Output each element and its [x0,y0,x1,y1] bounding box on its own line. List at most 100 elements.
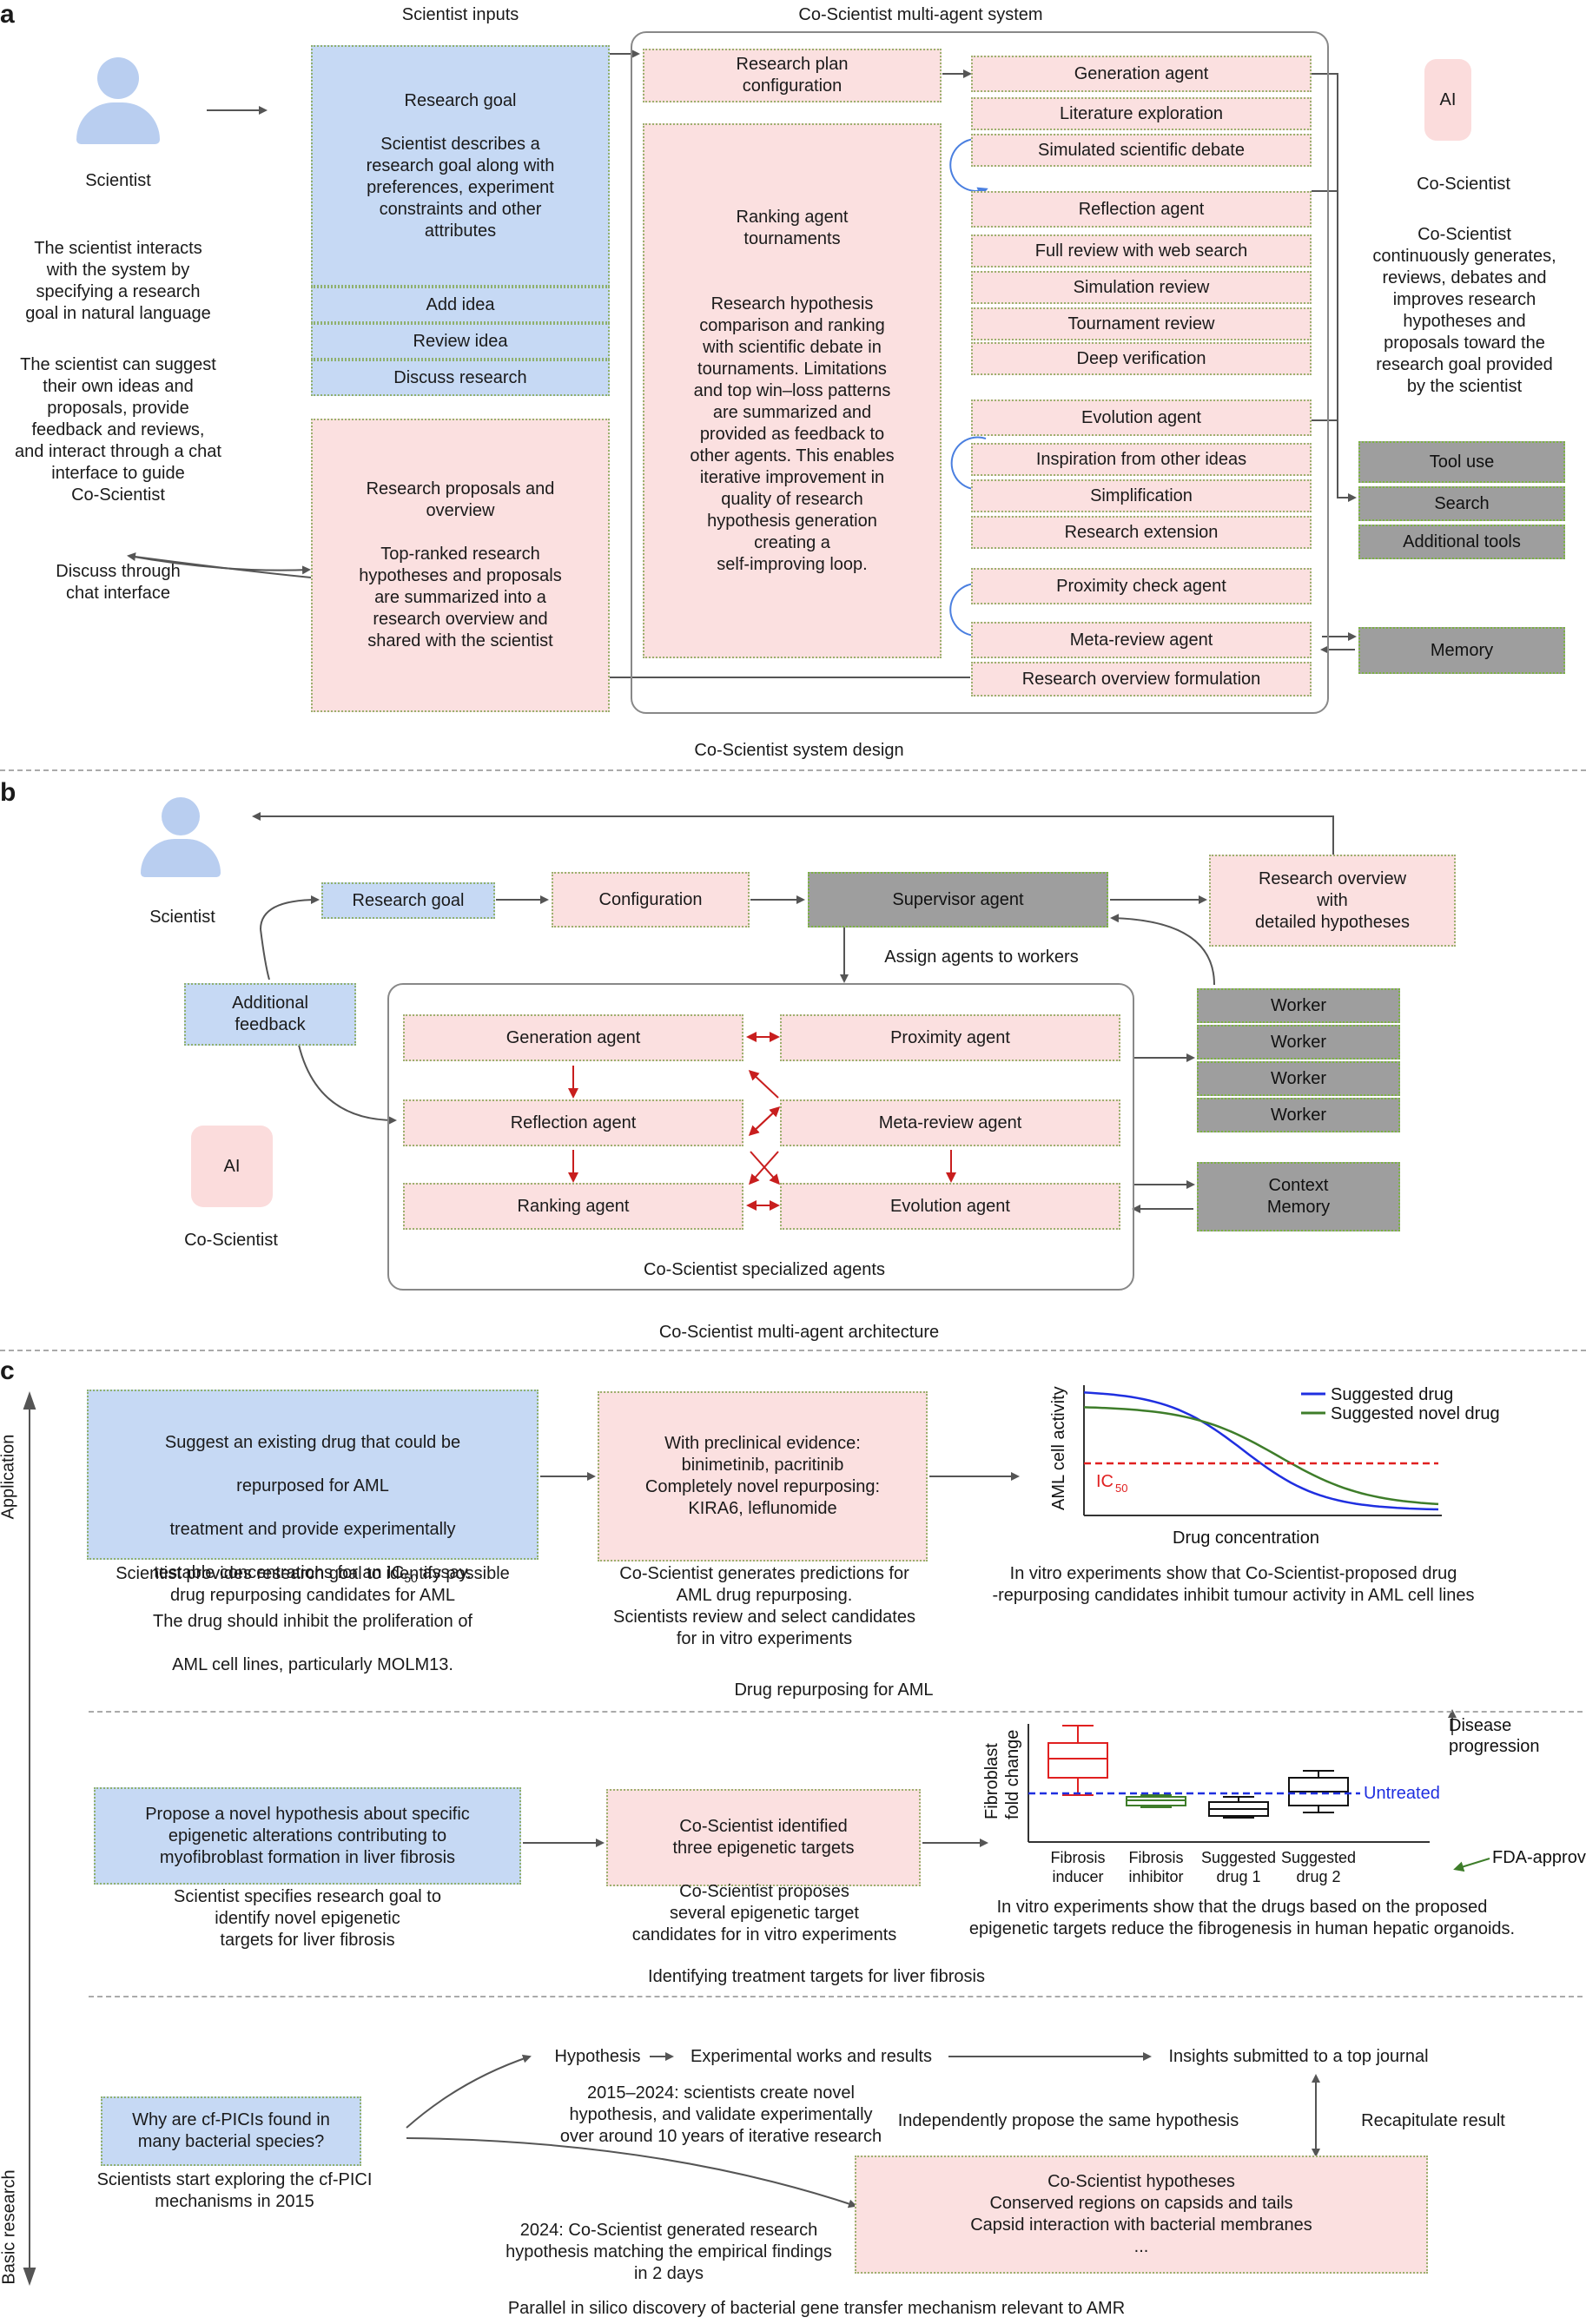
aml-goal-line-2: repurposed for AML [236,1476,389,1495]
aml-exp-caption: In vitro experiments show that Co-Scient… [992,1564,1475,1605]
divider-c2 [89,1996,1583,1997]
panel-b-caption: Co-Scientist multi-agent architecture [658,1323,940,1342]
cf-pici-caption: Scientists start exploring the cf-PICI m… [96,2170,373,2211]
multi-agent-system-frame [631,31,1329,714]
specialized-agents-frame [387,983,1134,1291]
ranking-tournament-box: Ranking agent tournaments Research hypot… [643,123,942,658]
y-axis-label-2: fold change [1003,1730,1022,1819]
panel-a-caption: Co-Scientist system design [694,741,904,760]
proximity-check-box: Proximity check agent [971,568,1312,604]
category-label-1-2: inducer [1052,1868,1103,1885]
divider-ab [0,769,1586,771]
fibrosis-exp-caption: In vitro experiments show that the drugs… [968,1898,1516,1938]
aml-goal-box: Suggest an existing drug that could be r… [87,1390,539,1674]
assign-label: Assign agents to workers [884,947,1079,967]
search-box: Search [1358,486,1565,521]
context-memory: Context Memory [1197,1162,1400,1231]
category-label-4-1: Suggested [1281,1849,1356,1866]
ai-badge-b: AI [191,1126,273,1207]
overview-b: Research overview with detailed hypothes… [1209,855,1456,947]
disease-progression-label-2: progression [1449,1737,1540,1756]
generation-agent-box: Generation agent [971,56,1312,92]
coscientist-label-b: Co-Scientist [184,1231,278,1250]
research-ext-box: Research extension [971,516,1312,549]
sim-debate-box: Simulated scientific debate [971,134,1312,167]
aml-goal-line-6: AML cell lines, particularly MOLM13. [172,1655,453,1674]
hypothesis-label: Hypothesis [554,2047,641,2066]
scientist-desc-1: The scientist interacts with the system … [25,239,211,323]
tool-use-box: Tool use [1358,441,1565,483]
category-label-3-2: drug 1 [1216,1868,1260,1885]
aml-goal-caption: Scientist provides research goal to iden… [116,1564,510,1605]
worker-2: Worker [1197,1025,1400,1060]
evolution-agent-box: Evolution agent [971,399,1312,436]
category-label-2-1: Fibrosis [1128,1849,1183,1866]
legend-label-2: Suggested novel drug [1331,1404,1500,1423]
fibrosis-targets-caption: Co-Scientist proposes several epigenetic… [631,1882,897,1944]
add-idea: Add idea [311,287,610,323]
generation-b: Generation agent [403,1014,743,1061]
category-label-2-2: inhibitor [1128,1868,1183,1885]
worker-4: Worker [1197,1098,1400,1132]
scientist-avatar-head [97,57,139,99]
recapitulate-label: Recapitulate result [1361,2111,1505,2130]
meta-review-b: Meta-review agent [780,1099,1120,1146]
ranking-b: Ranking agent [403,1183,743,1230]
scientist-inputs-header: Scientist inputs [401,5,519,24]
aml-goal-line-3: treatment and provide experimentally [169,1520,456,1539]
discuss-research: Discuss research [311,360,610,396]
cs-hypotheses-box: Co-Scientist hypotheses Conserved region… [855,2156,1428,2274]
box-body-1 [1047,1742,1108,1779]
cs-2024-text: 2024: Co-Scientist generated research hy… [506,2221,832,2283]
memory-box: Memory [1358,627,1565,674]
reflection-agent-box: Reflection agent [971,191,1312,228]
literature-box: Literature exploration [971,97,1312,130]
category-label-4-2: drug 2 [1296,1868,1340,1885]
evolution-b: Evolution agent [780,1183,1120,1230]
panel-b-label: b [0,778,17,807]
aml-goal-line-5: The drug should inhibit the proliferatio… [152,1612,472,1631]
aml-pred-caption: Co-Scientist generates predictions for A… [613,1564,915,1648]
y-axis-label-1: Fibroblast [982,1743,1001,1819]
specialized-label: Co-Scientist specialized agents [644,1260,885,1279]
coscientist-desc: Co-Scientist continuously generates, rev… [1372,225,1556,396]
ic50-label-subscript: 50 [1115,1482,1127,1495]
fda-approved-label: FDA-approved [1492,1848,1586,1867]
inspiration-box: Inspiration from other ideas [971,443,1312,476]
research-proposals-box: Research proposals and overview Top-rank… [311,419,610,712]
series-line-1 [1083,1391,1439,1511]
sim-review-box: Simulation review [971,271,1312,304]
series-line-2 [1083,1406,1439,1506]
fibrosis-targets-box: Co-Scientist identified three epigenetic… [606,1789,921,1886]
scientist-desc-2: The scientist can suggest their own idea… [15,355,221,505]
x-axis-label: Drug concentration [1173,1528,1319,1548]
untreated-label: Untreated [1364,1784,1440,1803]
fibrosis-section-caption: Identifying treatment targets for liver … [648,1967,985,1986]
insights-label: Insights submitted to a top journal [1168,2047,1429,2066]
meta-review-box: Meta-review agent [971,622,1312,658]
fibrosis-goal-box: Propose a novel hypothesis about specifi… [94,1787,521,1885]
category-label-3-1: Suggested [1201,1849,1276,1866]
system-header: Co-Scientist multi-agent system [798,5,1043,24]
additional-feedback: Additional feedback [184,983,356,1046]
disease-progression-label-1: Disease [1449,1716,1511,1735]
worker-1: Worker [1197,988,1400,1023]
legend-label-1: Suggested drug [1331,1385,1453,1404]
coscientist-label-a: Co-Scientist [1417,175,1510,194]
research-goal-b: Research goal [321,882,495,919]
independent-label: Independently propose the same hypothesi… [897,2111,1239,2130]
overview-formulation-box: Research overview formulation [971,662,1312,697]
aml-section-caption: Drug repurposing for AML [734,1680,934,1700]
experimental-label: Experimental works and results [691,2047,932,2066]
panel-a-label: a [0,0,15,29]
scientist-label: Scientist [85,171,151,190]
aml-goal-line-4-text: testable concentrations for an IC50 assa… [154,1563,472,1585]
fibrosis-goal-caption: Scientist specifies research goal to ide… [174,1887,441,1950]
panel-c-label: c [0,1357,15,1385]
scientist-b-avatar-body [141,839,221,877]
plan-config-box: Research plan configuration [643,49,942,102]
configuration-b: Configuration [552,872,750,928]
